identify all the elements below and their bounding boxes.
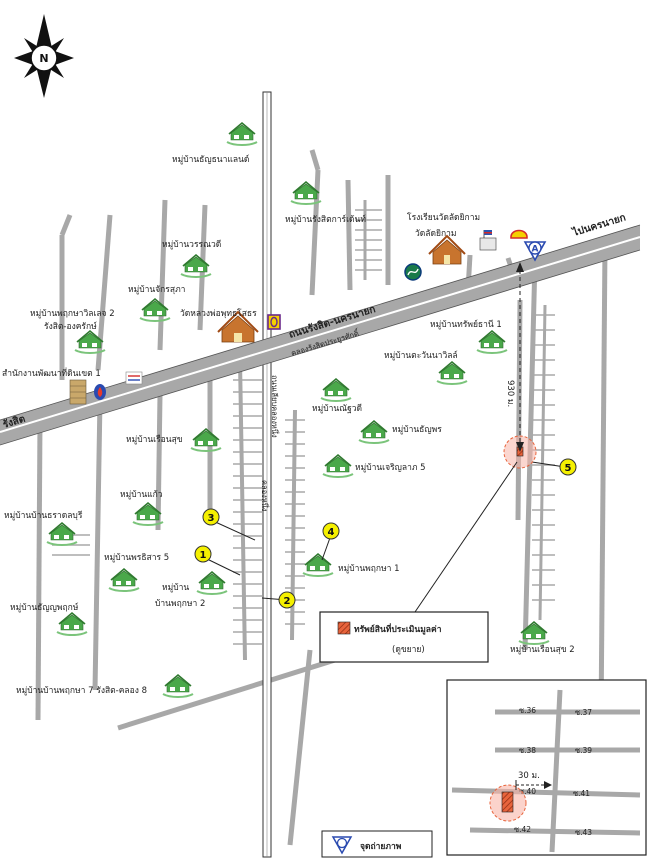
ptt-logo-icon xyxy=(94,384,106,400)
road-label-canal-soi: คลองหนึ่ง xyxy=(260,480,270,512)
soi-43: ซ.43 xyxy=(575,828,592,837)
place-label: หมู่บ้านพรธิสาร 5 xyxy=(104,552,169,563)
place-label: หมู่บ้านเจริญลาภ 5 xyxy=(355,462,426,473)
place-label: หมู่บ้านบ้านธราดลบุรี xyxy=(4,510,83,521)
marker-1: 1 xyxy=(194,545,212,563)
house-icon xyxy=(196,571,228,595)
house-icon xyxy=(322,454,354,478)
marker-leader-lines xyxy=(202,461,566,601)
north-letter: N xyxy=(39,52,48,65)
place-label: หมู่บ้านจักรสุภา xyxy=(128,284,185,295)
property-swatch-icon xyxy=(337,621,351,635)
marker-4: 4 xyxy=(322,522,340,540)
place-label: หมู่บ้านณัฐวดี xyxy=(312,403,362,414)
soi-36: ซ.36 xyxy=(519,706,536,715)
soi-37: ซ.37 xyxy=(575,708,592,717)
place-label: หมู่บ้านธัญพร xyxy=(392,424,442,435)
soi-40: ซ.40 xyxy=(519,787,536,796)
house-icon xyxy=(108,568,140,592)
village-icons xyxy=(46,122,550,698)
place-label: วัดลัดยิกาม xyxy=(415,229,457,239)
photo-point-legend-icon xyxy=(331,836,353,855)
house-icon xyxy=(476,330,508,354)
school-icon xyxy=(479,230,497,251)
soi-38: ซ.38 xyxy=(519,746,536,755)
house-icon xyxy=(320,378,352,402)
marker-1-label: 1 xyxy=(200,550,207,561)
main-highway xyxy=(0,224,641,446)
temple-icon xyxy=(428,234,466,265)
soi-42: ซ.42 xyxy=(514,825,531,834)
tesco-icon xyxy=(125,371,143,385)
inset-map: ซ.36 ซ.37 ซ.38 ซ.39 ซ.40 ซ.41 ซ.42 ซ.43 … xyxy=(446,679,647,856)
ptt-station-icon xyxy=(404,263,422,281)
place-label: หมู่บ้านแก้ว xyxy=(120,489,163,500)
place-label: หมู่บ้านเรือนสุข 2 xyxy=(510,644,575,655)
marker-4-label: 4 xyxy=(328,527,335,538)
soi-41: ซ.41 xyxy=(573,789,590,798)
marker-2-label: 2 xyxy=(284,596,291,607)
house-icon xyxy=(139,298,171,322)
road-label-canal-vertical: ถนนเลียบคลองหนึ่ง xyxy=(270,375,280,438)
marker-3-label: 3 xyxy=(208,513,215,524)
photo-point-letter: A xyxy=(532,245,539,255)
house-icon xyxy=(46,522,78,546)
distance-label: 930 ม. xyxy=(505,380,515,407)
inset-distance-label: 30 ม. xyxy=(518,771,540,781)
temple-icon xyxy=(217,310,259,343)
legend-leader-line xyxy=(414,461,518,613)
marker-5: 5 xyxy=(559,458,577,476)
inset-property-icon xyxy=(501,791,514,813)
office-building-icon xyxy=(69,379,87,405)
photo-point-legend-label: จุดถ่ายภาพ xyxy=(360,841,402,852)
house-icon xyxy=(162,674,194,698)
house-icon xyxy=(358,420,390,444)
place-label: หมู่บ้านวรรณวดี xyxy=(162,239,221,250)
house-icon xyxy=(226,122,258,146)
soi-39: ซ.39 xyxy=(575,746,592,755)
marker-5-label: 5 xyxy=(565,463,572,474)
house-icon xyxy=(56,612,88,636)
shrine-icon xyxy=(267,314,281,330)
house-icon xyxy=(436,361,468,385)
place-label: สำนักงานพัฒนาที่ดินเขต 1 xyxy=(2,367,101,379)
place-label: วัดหลวงพ่อพุทธโสธร xyxy=(180,308,257,319)
photo-point-icon: A xyxy=(523,241,547,262)
place-label: หมู่บ้านทรัพย์ธานี 1 xyxy=(430,319,502,330)
place-label: หมู่บ้านรังสิตการ์เด้นท์ xyxy=(285,214,366,225)
place-label: หมู่บ้านพฤกษาวิลเลจ 2 xyxy=(30,308,115,319)
property-legend-subtitle: (ดูขยาย) xyxy=(392,645,425,655)
marker-2: 2 xyxy=(278,591,296,609)
place-label: หมู่บ้าน xyxy=(162,582,189,593)
place-label: หมู่บ้านตะวันนาวิลล์ xyxy=(384,350,458,361)
place-labels: หมู่บ้านธัญธนาแลนด์ หมู่บ้านรังสิตการ์เด… xyxy=(2,154,575,696)
place-label: หมู่บ้านบ้านพฤกษา 7 รังสิต-คลอง 8 xyxy=(16,685,147,696)
property-legend: ทรัพย์สินที่ประเมินมูลค่า (ดูขยาย) xyxy=(319,611,489,663)
place-label: รังสิต-องครักษ์ xyxy=(44,321,97,332)
place-label: บ้านพฤกษา 2 xyxy=(155,598,205,609)
canal-road xyxy=(262,91,272,858)
property-legend-title: ทรัพย์สินที่ประเมินมูลค่า xyxy=(354,622,442,635)
shell-station-icon xyxy=(510,229,528,239)
place-label: หมู่บ้านเรือนสุข xyxy=(126,434,183,445)
house-icon xyxy=(302,553,334,577)
place-label: หมู่บ้านธัญญพฤกษ์ xyxy=(10,602,79,613)
marker-3: 3 xyxy=(202,508,220,526)
place-label: โรงเรียนวัดลัดยิกาม xyxy=(407,212,480,223)
distance-line xyxy=(516,262,524,452)
photo-point-legend: จุดถ่ายภาพ xyxy=(321,830,433,858)
place-label: หมู่บ้านธัญธนาแลนด์ xyxy=(172,154,249,165)
house-icon xyxy=(190,428,222,452)
place-label: หมู่บ้านพฤกษา 1 xyxy=(338,563,400,574)
house-icon xyxy=(180,254,212,278)
north-arrow-icon: N xyxy=(14,14,74,98)
